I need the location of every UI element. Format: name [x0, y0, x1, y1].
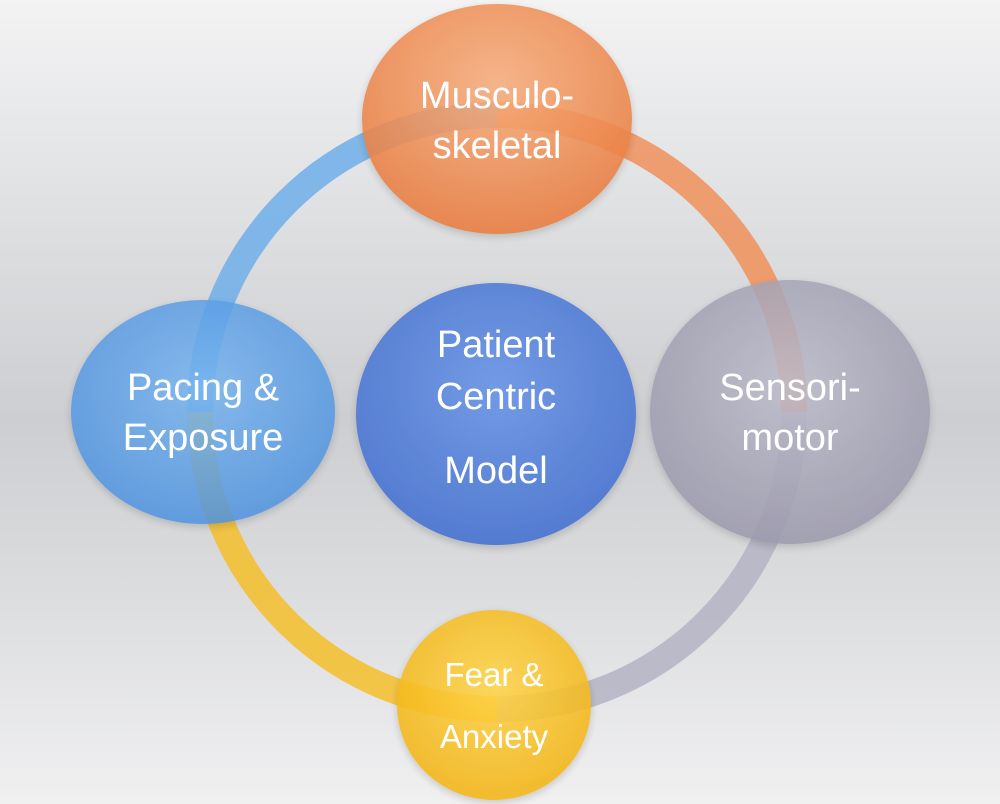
node-left-line-2: Exposure — [123, 417, 284, 459]
node-top-line-2: skeletal — [433, 125, 562, 167]
node-bottom-circle — [397, 610, 591, 800]
node-bottom-line-1: Fear & — [444, 656, 543, 693]
node-left-circle — [71, 300, 335, 524]
node-bottom: Fear & Anxiety — [397, 610, 591, 800]
node-left: Pacing & Exposure — [71, 300, 335, 524]
node-right: Sensori- motor — [650, 280, 930, 544]
node-center-line-3: Model — [444, 450, 548, 492]
node-center-line-2: Centric — [436, 376, 556, 418]
node-center: Patient Centric Model — [356, 283, 636, 545]
node-left-line-1: Pacing & — [127, 367, 279, 409]
node-top-circle — [362, 4, 632, 234]
node-center-line-1: Patient — [437, 324, 556, 366]
node-right-circle — [650, 280, 930, 544]
node-top-line-1: Musculo- — [420, 75, 574, 117]
node-bottom-line-2: Anxiety — [440, 718, 549, 755]
node-top: Musculo- skeletal — [362, 4, 632, 234]
node-right-line-2: motor — [741, 417, 838, 459]
node-center-circle — [356, 283, 636, 545]
node-right-line-1: Sensori- — [719, 367, 861, 409]
